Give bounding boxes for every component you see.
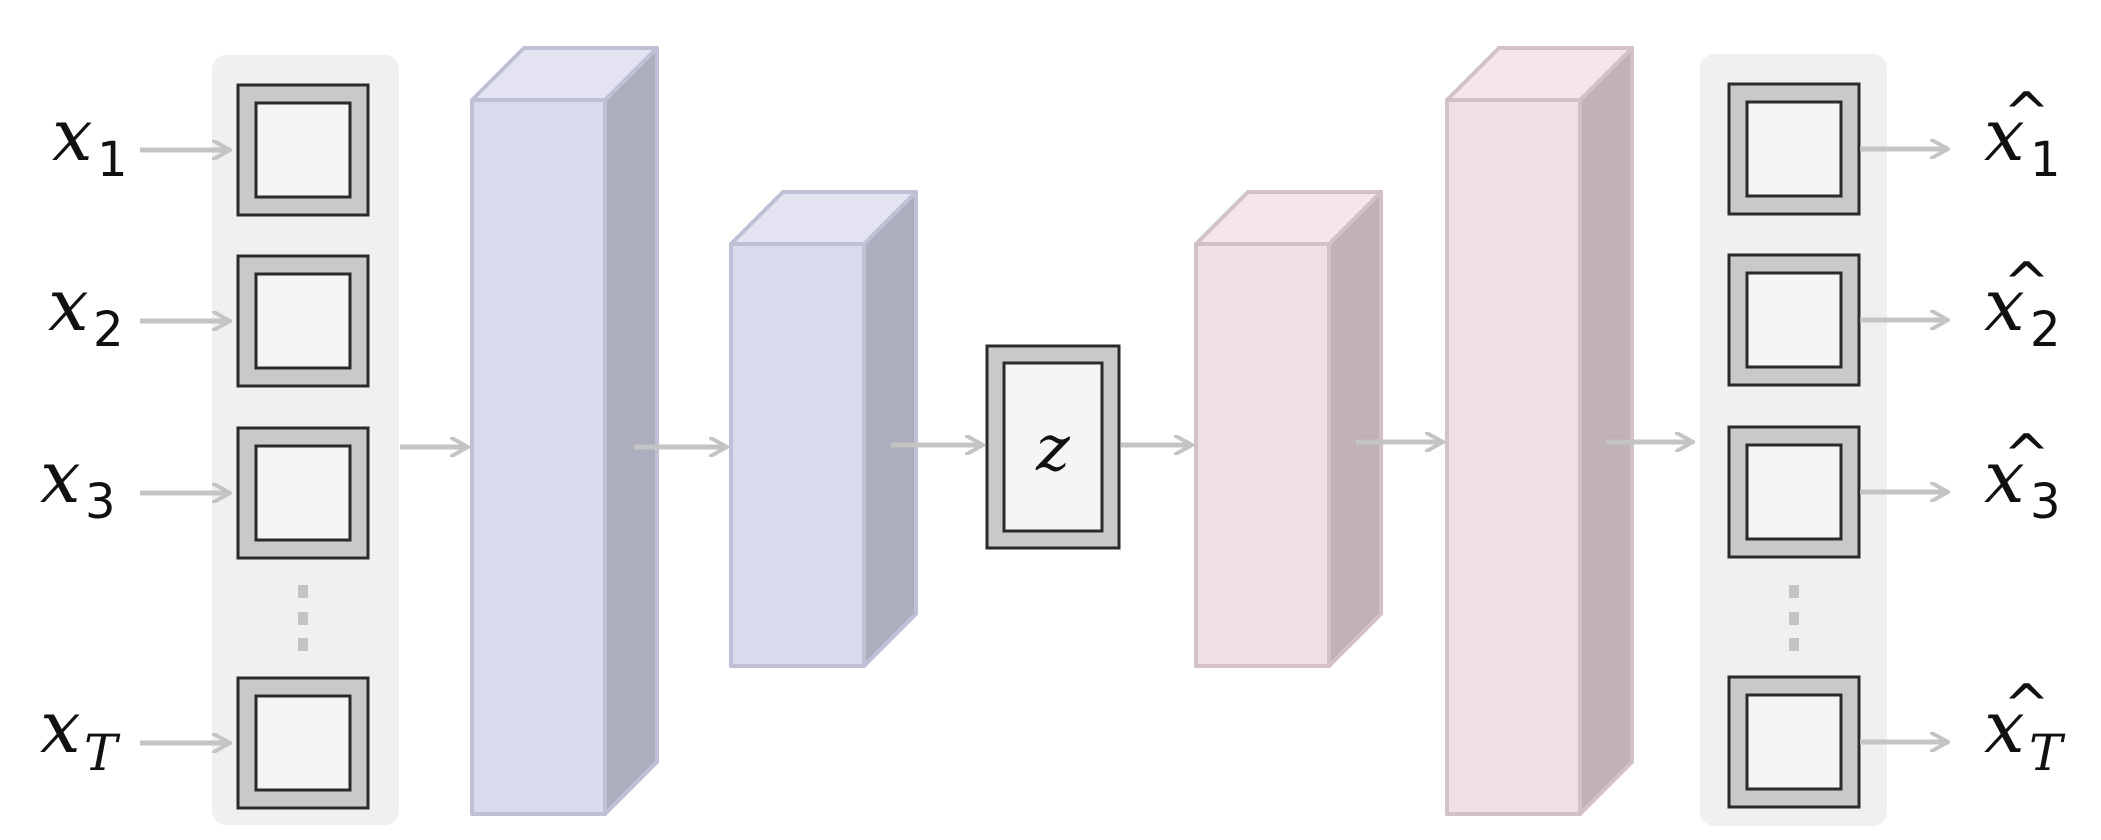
output-var-1: x [1984,93,2025,177]
input-ellipsis [298,585,308,651]
input-label-T: x T [40,685,121,782]
output-hat-3: ^ [2003,423,2050,488]
output-label-1: x ^ 1 [1984,81,2061,188]
input-sub-1: 1 [97,132,128,188]
output-var-3: x [1984,435,2025,519]
output-cell-1 [1727,82,1861,216]
output-var-2: x [1984,263,2025,347]
output-hat-T: ^ [2003,673,2050,738]
input-var-3: x [40,435,81,519]
input-var-T: x [40,685,81,769]
input-sub-T: T [84,724,121,782]
output-sub-3: 3 [2030,474,2061,530]
output-hat-1: ^ [2003,81,2050,146]
output-label-2: x ^ 2 [1984,251,2061,358]
output-cell-T [1727,675,1861,809]
input-sub-2: 2 [93,302,124,358]
input-var-2: x [48,263,89,347]
output-ellipsis [1789,585,1799,651]
encoder-layer-2 [729,190,918,668]
decoder-layer-1 [1194,190,1383,668]
output-cell-3 [1727,425,1861,559]
input-var-1: x [52,93,93,177]
output-var-T: x [1984,685,2025,769]
encoder-layer-1 [470,46,659,816]
latent-z-box: z [985,344,1121,550]
output-sub-1: 1 [2030,132,2061,188]
input-cell-3 [236,426,370,560]
output-cell-2 [1727,253,1861,387]
output-label-3: x ^ 3 [1984,423,2061,530]
input-cell-2 [236,254,370,388]
output-sub-T: T [2029,724,2066,782]
output-label-T: x ^ T [1984,673,2066,782]
decoder-layer-2 [1445,46,1634,816]
input-cell-1 [236,83,370,217]
input-sub-3: 3 [85,474,116,530]
latent-label: z [1035,412,1071,486]
output-sub-2: 2 [2030,302,2061,358]
input-cell-T [236,676,370,810]
input-label-3: x 3 [40,435,116,530]
input-label-2: x 2 [48,263,124,358]
input-label-1: x 1 [52,93,128,188]
output-hat-2: ^ [2003,251,2050,316]
